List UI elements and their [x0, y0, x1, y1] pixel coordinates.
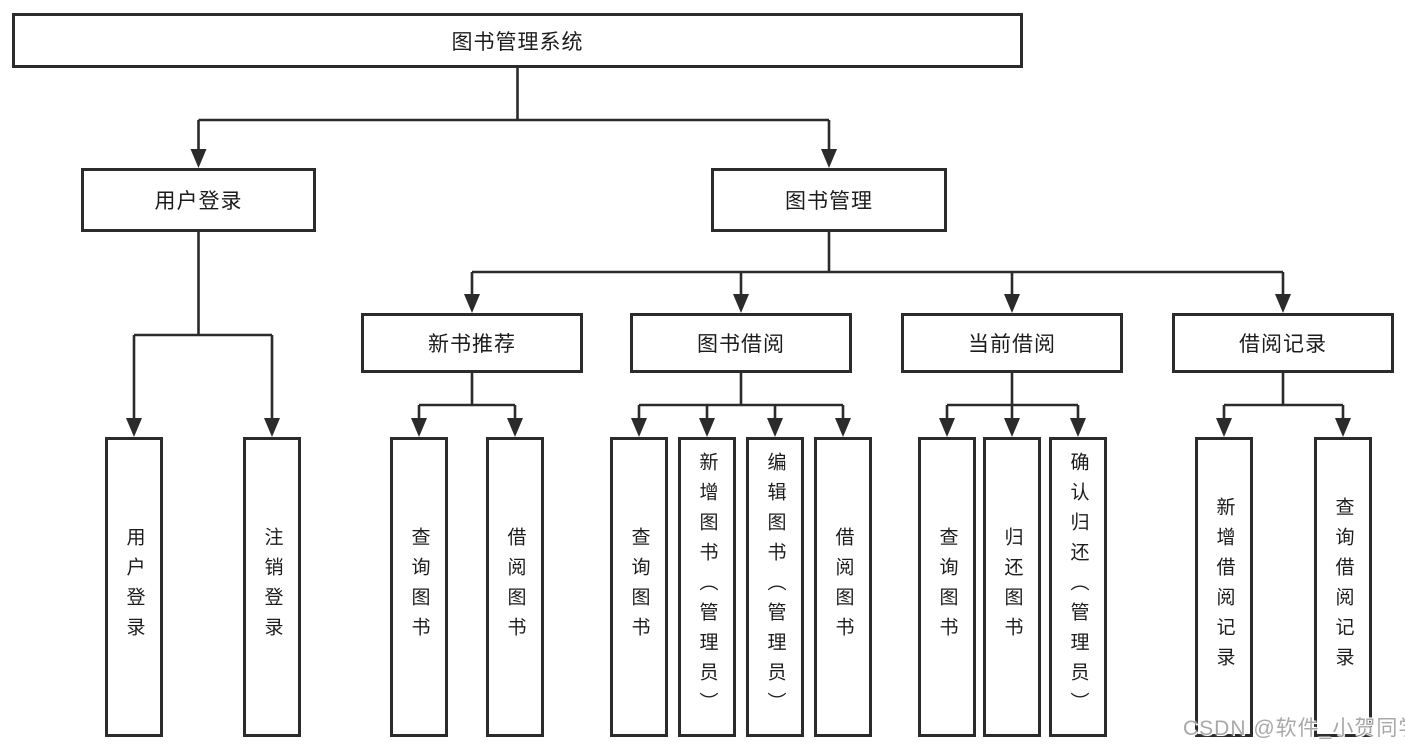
arrow-down-icon — [507, 418, 523, 437]
leaf-recommend-borrow-books: 借阅图书 — [486, 437, 544, 737]
node-label: 查询图书 — [936, 527, 958, 647]
node-label: 新书推荐 — [428, 333, 516, 356]
node-label: 图书管理系统 — [451, 30, 584, 54]
arrow-down-icon — [1275, 294, 1291, 313]
node-label: 查询图书 — [628, 527, 650, 647]
leaf-current-return-books: 归还图书 — [983, 437, 1041, 737]
node-label: 借阅图书 — [504, 527, 526, 647]
arrow-down-icon — [767, 418, 783, 437]
connector-records-to-leaves — [1222, 373, 1345, 420]
leaf-recommend-query-books: 查询图书 — [390, 437, 448, 737]
node-label: 查询借阅记录 — [1332, 497, 1354, 677]
leaf-borrow-add-books-admin: 新增图书（管理员） — [678, 437, 736, 737]
node-label: 新增借阅记录 — [1213, 497, 1235, 677]
arrow-down-icon — [411, 418, 427, 437]
node-label: 用户登录 — [154, 190, 243, 213]
leaf-records-query-record: 查询借阅记录 — [1314, 437, 1372, 737]
node-label: 新增图书（管理员） — [696, 452, 718, 722]
leaf-borrow-query-books: 查询图书 — [610, 437, 668, 737]
leaf-user-login: 用户登录 — [105, 437, 163, 737]
node-label: 借阅图书 — [832, 527, 854, 647]
node-borrowing-records: 借阅记录 — [1172, 313, 1394, 373]
arrow-down-icon — [1070, 418, 1086, 437]
node-label: 当前借阅 — [968, 333, 1056, 356]
leaf-logout: 注销登录 — [243, 437, 301, 737]
node-label: 图书管理 — [785, 190, 873, 213]
connector-manage-to-level3 — [470, 232, 1285, 296]
connector-recommend-to-leaves — [417, 373, 517, 420]
node-new-book-recommendation: 新书推荐 — [361, 313, 583, 373]
arrow-down-icon — [264, 418, 280, 437]
csdn-watermark: CSDN @软件_小贺同学 — [1183, 717, 1405, 740]
arrow-down-icon — [939, 418, 955, 437]
node-book-management: 图书管理 — [711, 168, 947, 232]
connector-root-to-level2 — [197, 68, 831, 151]
arrow-down-icon — [821, 149, 837, 168]
node-label: 归还图书 — [1001, 527, 1023, 647]
node-label: 注销登录 — [261, 527, 283, 647]
node-library-management-system: 图书管理系统 — [12, 13, 1023, 68]
node-book-borrowing: 图书借阅 — [630, 313, 852, 373]
arrowheads — [126, 149, 1351, 437]
leaf-borrow-borrow-books: 借阅图书 — [814, 437, 872, 737]
arrow-down-icon — [733, 294, 749, 313]
connector-borrow-to-leaves — [637, 373, 845, 420]
arrow-down-icon — [126, 418, 142, 437]
node-label: 借阅记录 — [1239, 333, 1327, 356]
arrow-down-icon — [1335, 418, 1351, 437]
node-label: 图书借阅 — [697, 333, 785, 356]
node-label: 确认归还（管理员） — [1067, 452, 1089, 722]
node-user-login-group: 用户登录 — [81, 168, 316, 232]
leaf-records-add-record: 新增借阅记录 — [1195, 437, 1253, 737]
arrow-down-icon — [1004, 418, 1020, 437]
arrow-down-icon — [1004, 294, 1020, 313]
arrow-down-icon — [1216, 418, 1232, 437]
arrow-down-icon — [699, 418, 715, 437]
leaf-current-query-books: 查询图书 — [918, 437, 976, 737]
node-label: 用户登录 — [123, 527, 145, 647]
node-current-borrowing: 当前借阅 — [901, 313, 1123, 373]
arrow-down-icon — [190, 149, 207, 168]
leaf-borrow-edit-books-admin: 编辑图书（管理员） — [746, 437, 804, 737]
connector-login-to-leaves — [132, 232, 274, 420]
leaf-current-confirm-return-admin: 确认归还（管理员） — [1049, 437, 1107, 737]
arrow-down-icon — [464, 294, 480, 313]
connector-current-to-leaves — [945, 373, 1080, 420]
node-label: 编辑图书（管理员） — [764, 452, 786, 722]
arrow-down-icon — [631, 418, 647, 437]
node-label: 查询图书 — [408, 527, 430, 647]
arrow-down-icon — [835, 418, 851, 437]
